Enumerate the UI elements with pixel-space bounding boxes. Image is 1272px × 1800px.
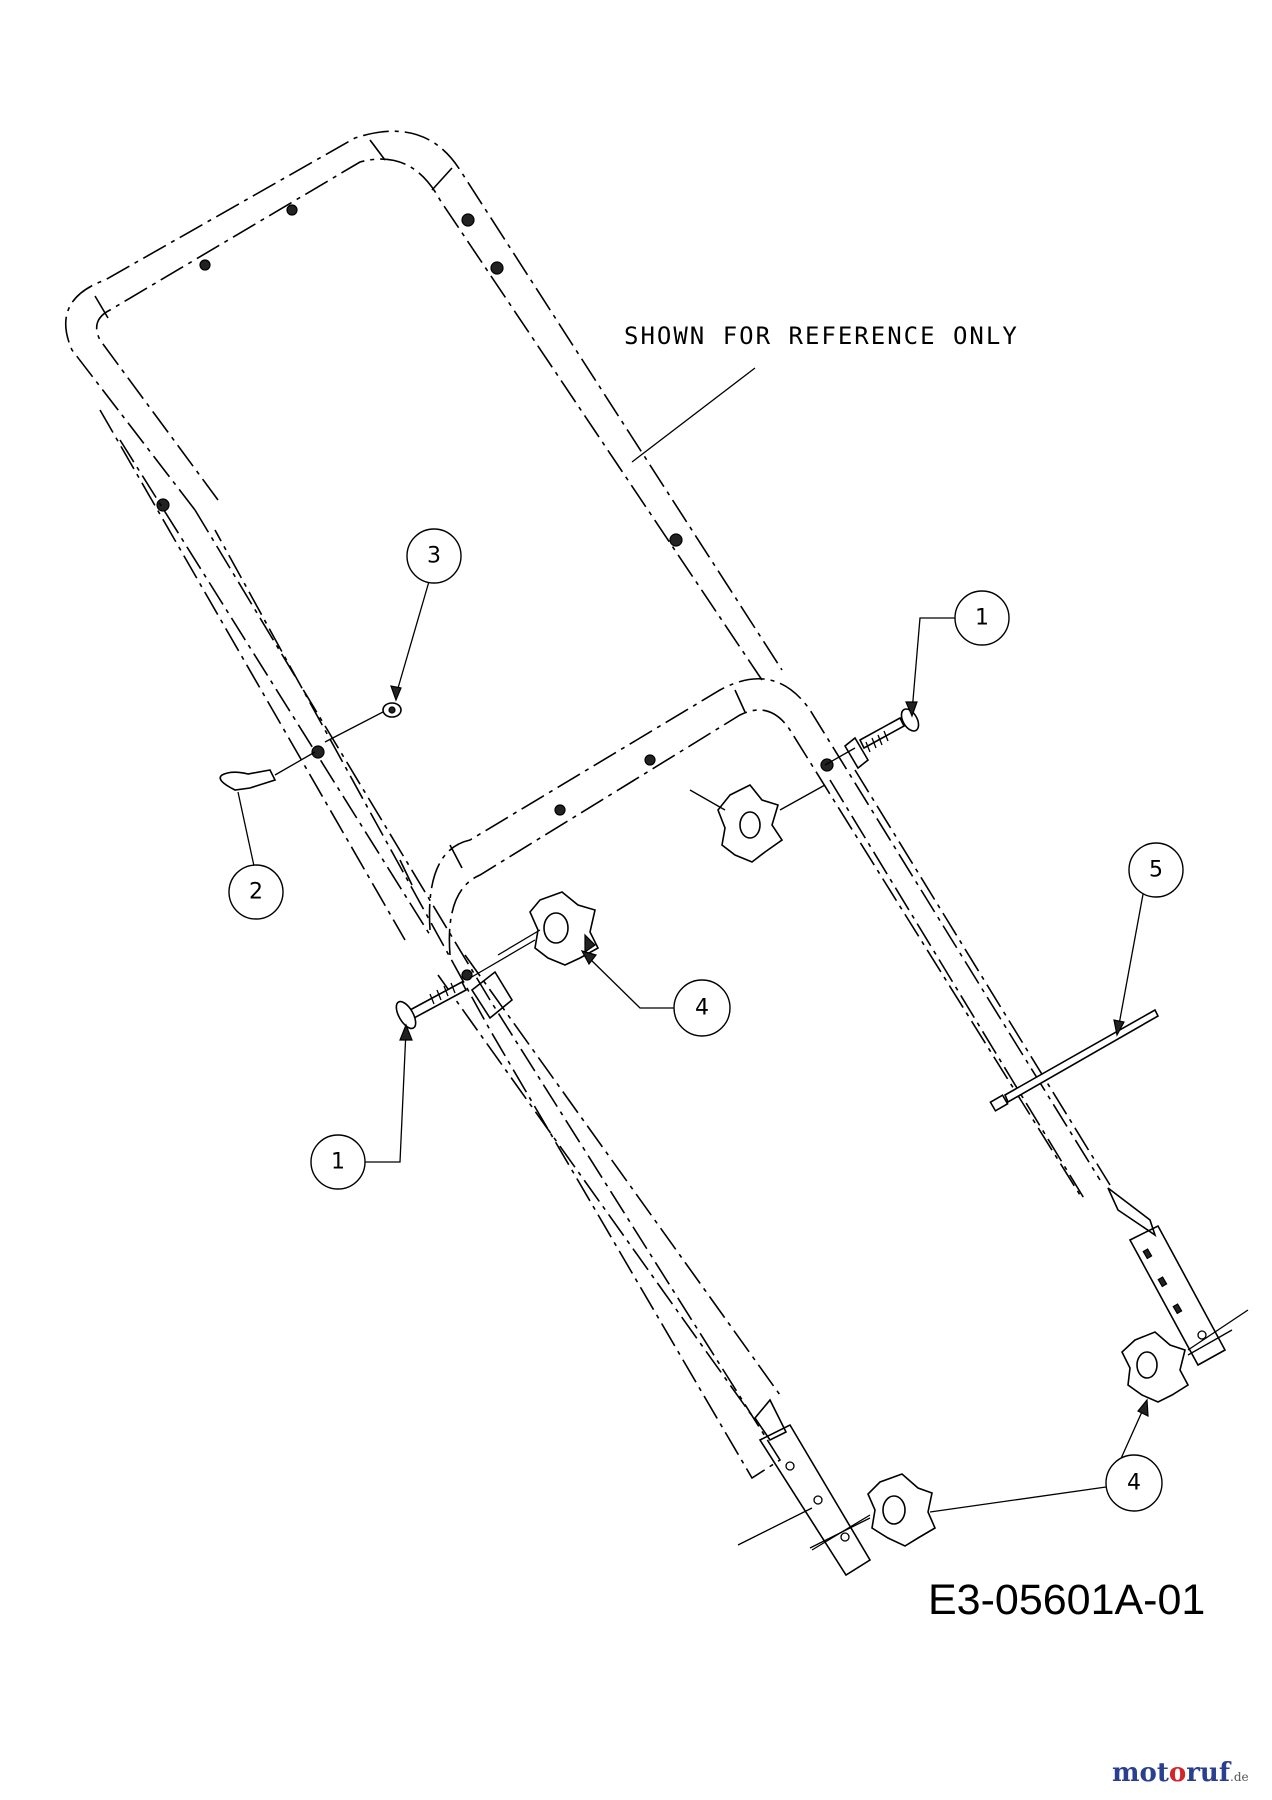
callout-4-upper: 4 xyxy=(673,979,731,1037)
leader-lines xyxy=(237,367,1149,1513)
lower-handle-left xyxy=(99,409,872,1577)
cable-tie xyxy=(989,1008,1160,1112)
carriage-bolt-lower xyxy=(395,939,536,1030)
cable-guide-hook xyxy=(219,751,316,791)
reference-note: SHOWN FOR REFERENCE ONLY xyxy=(624,322,1019,350)
callout-1-upper: 1 xyxy=(954,590,1010,646)
callout-number: 4 xyxy=(1127,1471,1141,1496)
callout-2: 2 xyxy=(228,864,284,920)
callout-number: 3 xyxy=(427,544,441,569)
callout-number: 1 xyxy=(975,606,989,631)
watermark-logo: motoruf.de xyxy=(1112,1758,1249,1788)
star-knob-right xyxy=(1121,1329,1233,1403)
callout-number: 2 xyxy=(249,880,263,905)
star-knob-upper-left xyxy=(689,783,826,863)
lower-handle-frame xyxy=(428,677,1249,1367)
nut xyxy=(324,702,402,743)
star-knob-center xyxy=(497,891,600,966)
upper-handle xyxy=(64,130,783,681)
callout-number: 5 xyxy=(1149,858,1163,883)
star-knob-bottom xyxy=(809,1473,937,1549)
callout-5: 5 xyxy=(1128,842,1184,898)
drawing-code: E3-05601A-01 xyxy=(928,1576,1206,1624)
carriage-bolt-upper xyxy=(824,708,920,766)
callout-number: 4 xyxy=(695,996,709,1021)
callout-4-lower: 4 xyxy=(1105,1454,1163,1512)
rivet-icon xyxy=(156,204,683,547)
callout-number: 1 xyxy=(331,1150,345,1175)
callout-1-lower: 1 xyxy=(310,1134,366,1190)
callout-3: 3 xyxy=(406,528,462,584)
